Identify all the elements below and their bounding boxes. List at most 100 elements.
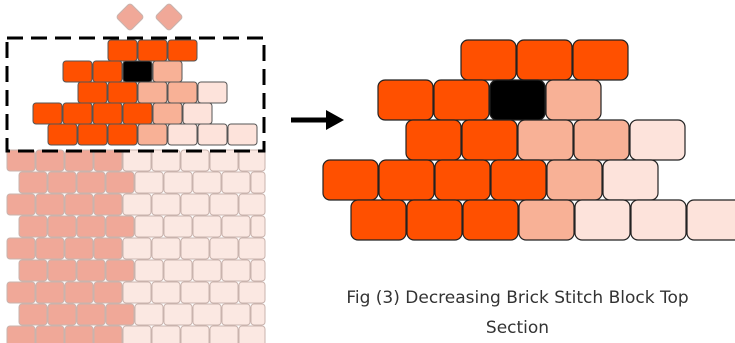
zoom-bead [686,199,735,241]
faded-bead [64,281,94,304]
zoom-bead [434,159,491,201]
faded-bead [47,215,77,238]
faded-bead [122,237,152,260]
faded-bead [221,215,251,238]
zoom-bead [377,79,434,121]
faded-bead [180,281,210,304]
arrow-right-icon [291,110,344,130]
small-bead [32,102,63,125]
faded-bead [250,215,266,238]
zoom-bead [461,119,518,161]
small-bead [137,39,168,62]
zoom-bead [574,199,631,241]
figure-caption: Fig (3) Decreasing Brick Stitch Block To… [300,283,735,343]
faded-bead [134,259,164,282]
small-bead [152,102,183,125]
faded-bead [18,215,48,238]
faded-bead [105,215,135,238]
zoom-bead [322,159,379,201]
zoom-bead [406,199,463,241]
faded-bead [209,237,239,260]
faded-bead [93,281,123,304]
faded-bead [6,193,36,216]
faded-bead [163,303,193,326]
faded-bead [6,325,36,343]
zoom-bead [573,119,630,161]
faded-bead [35,325,65,343]
selection-box [5,36,266,153]
faded-bead [18,303,48,326]
faded-bead [47,303,77,326]
faded-bead [35,193,65,216]
small-bead [197,123,228,146]
small-bead [107,123,138,146]
faded-bead [18,171,48,194]
zoom-bead [546,159,603,201]
zoom-bead [602,159,659,201]
zoom-bead [630,199,687,241]
faded-bead [93,193,123,216]
faded-bead [122,325,152,343]
faded-bead [76,259,106,282]
zoom-bead [405,119,462,161]
zoom-bead [518,199,575,241]
zoom-bead [545,79,602,121]
small-bead [62,60,93,83]
faded-bead [18,259,48,282]
top-tilted-beads [116,3,183,31]
faded-bead [105,303,135,326]
small-bead [47,123,78,146]
small-bead [197,81,228,104]
zoom-bead [350,199,407,241]
faded-bead [221,171,251,194]
faded-bead [93,237,123,260]
faded-bead [192,303,222,326]
faded-bead [250,171,266,194]
zoom-bead [378,159,435,201]
faded-bead [122,193,152,216]
faded-bead [163,171,193,194]
small-bead [92,60,123,83]
faded-bead [192,259,222,282]
faded-bead [192,215,222,238]
faded-bead [64,193,94,216]
faded-bead [250,303,266,326]
faded-bead [35,149,65,172]
faded-bead [209,281,239,304]
faded-bead [180,237,210,260]
faded-bead [134,303,164,326]
faded-bead [105,259,135,282]
zoom-bead [572,39,629,81]
faded-bead [93,149,123,172]
faded-bead [93,325,123,343]
faded-bead [221,259,251,282]
faded-bead [238,237,266,260]
small-bead [107,81,138,104]
small-bead [182,102,213,125]
zoom-bead [516,39,573,81]
faded-bead [134,171,164,194]
small-bead [167,81,198,104]
faded-bead [180,325,210,343]
faded-bead [209,149,239,172]
faded-bead [238,281,266,304]
zoom-bead [517,119,574,161]
faded-bead [238,193,266,216]
small-bead [77,81,108,104]
faded-lower-rows [6,149,266,343]
faded-bead [6,237,36,260]
small-bead [167,39,198,62]
caption-line-2: Section [485,318,550,338]
faded-bead [105,171,135,194]
faded-bead [151,281,181,304]
small-bead [152,60,183,83]
zoom-bead [629,119,686,161]
small-bead [77,123,108,146]
small-bead [137,81,168,104]
faded-bead [122,149,152,172]
faded-bead [47,171,77,194]
zoom-bead [489,79,546,121]
faded-bead [180,149,210,172]
zoom-bead [462,199,519,241]
